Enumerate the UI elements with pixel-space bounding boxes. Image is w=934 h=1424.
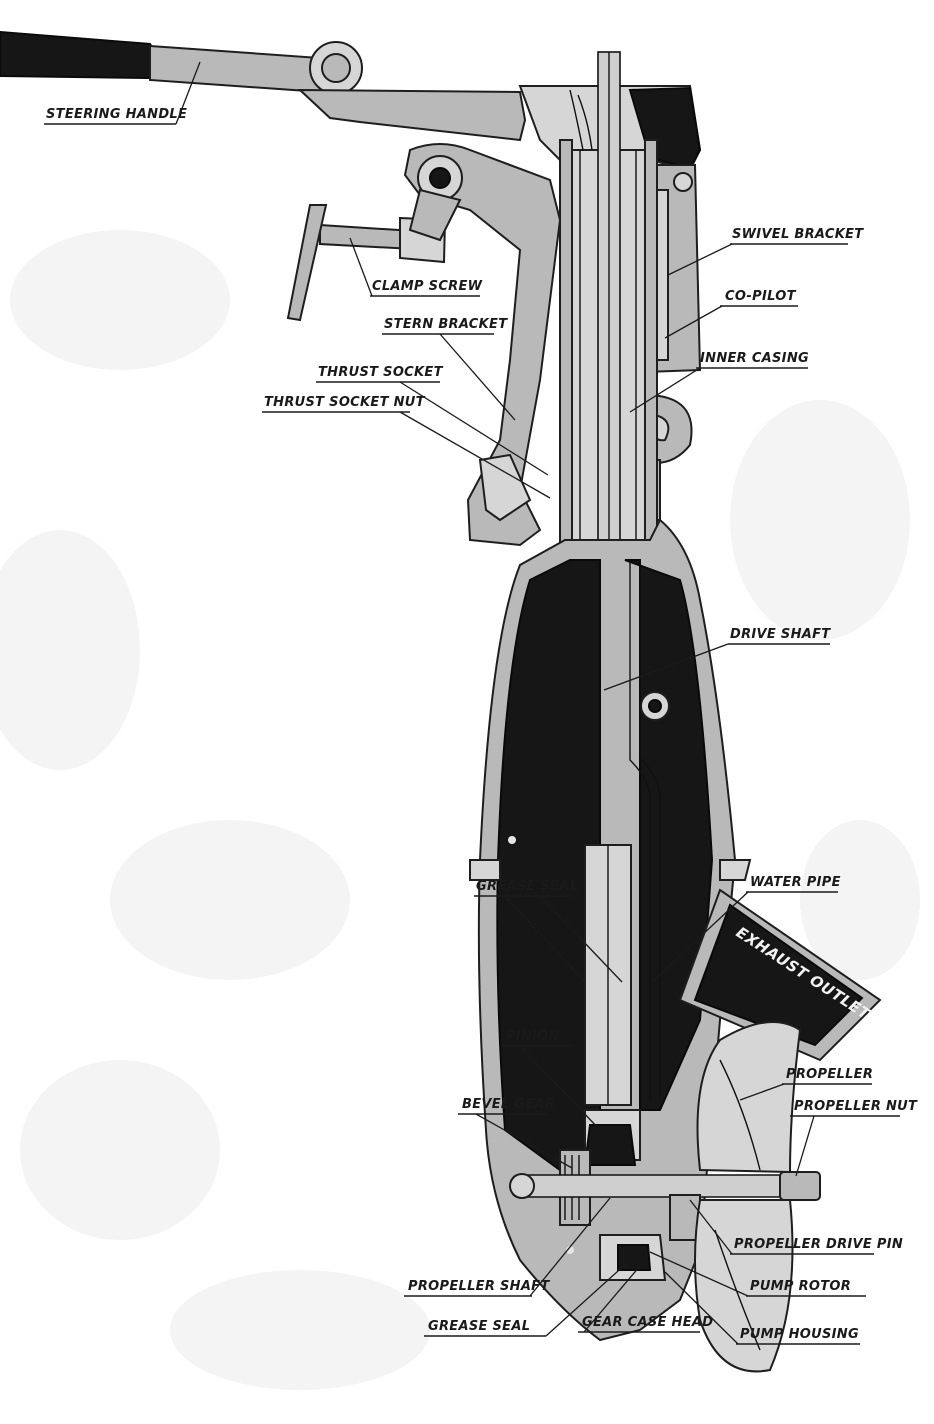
steering-handle bbox=[0, 30, 527, 142]
callout-bevel-gear: BEVEL GEAR bbox=[458, 1097, 573, 1169]
label-pump-housing: PUMP HOUSING bbox=[740, 1327, 859, 1342]
callout-co-pilot: CO-PILOT bbox=[664, 289, 798, 339]
label-bevel-gear: BEVEL GEAR bbox=[462, 1097, 555, 1112]
label-thrust-socket: THRUST SOCKET bbox=[318, 365, 444, 380]
callout-inner-casing: INNER CASING bbox=[629, 351, 809, 413]
clamp-screw bbox=[286, 188, 462, 322]
callout-propeller-nut: PROPELLER NUT bbox=[790, 1099, 918, 1177]
callout-propeller: PROPELLER bbox=[739, 1067, 873, 1101]
callout-pump-housing: PUMP HOUSING bbox=[664, 1271, 860, 1345]
propeller-shaft bbox=[511, 1174, 821, 1198]
label-co-pilot: CO-PILOT bbox=[725, 289, 797, 304]
background-texture bbox=[0, 230, 920, 1390]
propeller-nut bbox=[779, 1171, 821, 1201]
callout-grease-seal-upper: GREASE SEAL bbox=[474, 879, 623, 983]
label-stern-bracket: STERN BRACKET bbox=[384, 317, 508, 332]
label-steering-handle: STEERING HANDLE bbox=[46, 107, 187, 122]
label-pump-rotor: PUMP ROTOR bbox=[750, 1279, 851, 1294]
callout-stern-bracket: STERN BRACKET bbox=[382, 317, 516, 421]
label-water-pipe: WATER PIPE bbox=[750, 875, 841, 890]
pinion-gear bbox=[583, 1124, 637, 1166]
callout-gear-case-head: GEAR CASE HEAD bbox=[578, 1265, 713, 1333]
callout-swivel-bracket: SWIVEL BRACKET bbox=[667, 227, 864, 276]
propeller bbox=[694, 1021, 802, 1373]
callout-grease-seal-lower: GREASE SEAL bbox=[424, 1261, 629, 1337]
callouts: STEERING HANDLE CLAMP SCREW STERN BRACKE… bbox=[44, 61, 918, 1345]
label-propeller: PROPELLER bbox=[786, 1067, 873, 1082]
callout-pinion: PINION bbox=[502, 1029, 601, 1131]
label-pinion: PINION bbox=[506, 1029, 560, 1044]
callout-clamp-screw: CLAMP SCREW bbox=[349, 237, 483, 297]
callout-drive-shaft: DRIVE SHAFT bbox=[603, 627, 831, 691]
water-pipe bbox=[584, 560, 661, 1106]
callout-propeller-drive-pin: PROPELLER DRIVE PIN bbox=[689, 1199, 903, 1255]
label-clamp-screw: CLAMP SCREW bbox=[372, 279, 483, 294]
gear-assembly bbox=[509, 1109, 821, 1281]
label-propeller-shaft: PROPELLER SHAFT bbox=[408, 1279, 550, 1294]
label-thrust-socket-nut: THRUST SOCKET NUT bbox=[264, 395, 426, 410]
callout-thrust-socket-nut: THRUST SOCKET NUT bbox=[262, 395, 551, 499]
callout-thrust-socket: THRUST SOCKET bbox=[316, 365, 549, 476]
callout-steering-handle: STEERING HANDLE bbox=[44, 61, 201, 125]
label-grease-seal-upper: GREASE SEAL bbox=[476, 879, 578, 894]
callout-water-pipe: WATER PIPE bbox=[651, 875, 841, 983]
callout-propeller-shaft: PROPELLER SHAFT bbox=[404, 1197, 611, 1297]
label-grease-seal-lower: GREASE SEAL bbox=[428, 1319, 530, 1334]
stern-bracket bbox=[403, 143, 562, 547]
label-swivel-bracket: SWIVEL BRACKET bbox=[732, 227, 864, 242]
label-gear-case-head: GEAR CASE HEAD bbox=[582, 1315, 713, 1330]
label-propeller-drive-pin: PROPELLER DRIVE PIN bbox=[734, 1237, 903, 1252]
callout-pump-rotor: PUMP ROTOR bbox=[649, 1251, 866, 1297]
label-drive-shaft: DRIVE SHAFT bbox=[730, 627, 831, 642]
label-inner-casing: INNER CASING bbox=[700, 351, 809, 366]
label-propeller-nut: PROPELLER NUT bbox=[794, 1099, 918, 1114]
